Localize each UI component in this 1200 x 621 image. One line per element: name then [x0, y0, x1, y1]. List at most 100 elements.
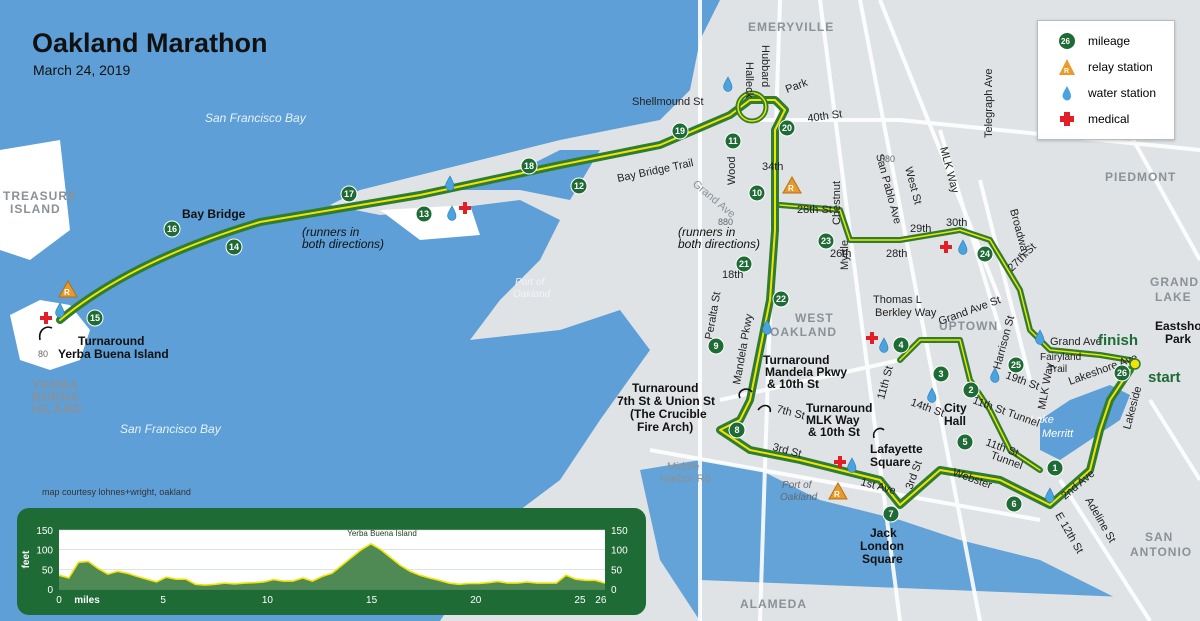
- street-fairyland: Fairyland: [1040, 352, 1081, 363]
- street-29th: 29th: [910, 223, 931, 235]
- yerba-buena-island: [10, 300, 90, 370]
- water-drop-icon: [55, 302, 65, 318]
- water-label-sf-bay-2: San Francisco Bay: [120, 422, 222, 436]
- profile-x-tick: 25: [574, 595, 586, 606]
- district-san: SAN: [1145, 530, 1173, 544]
- district-emeryville: EMERYVILLE: [748, 20, 834, 34]
- street-18th: 18th: [722, 269, 743, 281]
- turnaround-ybi: Turnaround: [78, 334, 144, 348]
- annotation-bay-bridge: Bay Bridge: [182, 207, 246, 221]
- water-drop-icon: [879, 337, 889, 353]
- water-label-sf-bay: San Francisco Bay: [205, 111, 307, 125]
- water-label-port-3: Port of: [782, 480, 813, 491]
- turnaround-mlk-3: & 10th St: [808, 425, 860, 439]
- mile-marker-23: 23: [817, 232, 835, 250]
- mile-marker-17: 17: [340, 185, 358, 203]
- district-alameda: ALAMEDA: [740, 597, 807, 611]
- medical-cross-icon: [40, 312, 52, 324]
- street-middle-harbor-2: Harbor Rd: [660, 473, 711, 485]
- street-30th: 30th: [946, 217, 967, 229]
- annotation-both-directions-1b: both directions): [302, 237, 384, 251]
- svg-text:16: 16: [167, 224, 177, 234]
- medical-stations: [40, 202, 952, 468]
- street-middle-harbor: Middle: [667, 461, 699, 473]
- mile-marker-14: 14: [225, 238, 243, 256]
- water-drop-icon: [958, 239, 968, 255]
- turnaround-mlk-2: MLK Way: [806, 413, 860, 427]
- district-treasure-island-2: ISLAND: [10, 202, 61, 216]
- label-eastshore: Eastshore: [1155, 319, 1200, 333]
- street-shellmound: Shellmound St: [632, 96, 704, 108]
- legend-label-relay: relay station: [1088, 60, 1153, 74]
- profile-x-tick: 26: [595, 595, 607, 606]
- profile-y-tick-right: 0: [611, 585, 617, 596]
- mile-marker-9: 9: [707, 337, 725, 355]
- svg-text:1: 1: [1052, 463, 1057, 473]
- profile-y-tick: 0: [47, 585, 53, 596]
- profile-x-tick: 20: [470, 595, 482, 606]
- legend: 26 mileage R relay station water station…: [1037, 20, 1175, 140]
- district-labels: EMERYVILLE PIEDMONT TREASURE ISLAND YERB…: [3, 20, 1198, 611]
- svg-text:10: 10: [752, 188, 762, 198]
- mile-marker-16: 16: [163, 220, 181, 238]
- street-hubbard: Hubbard: [759, 45, 771, 87]
- mile-marker-12: 12: [570, 177, 588, 195]
- label-eastshore-2: Park: [1165, 332, 1191, 346]
- svg-text:R: R: [788, 184, 794, 193]
- turnaround-mandela-3: & 10th St: [767, 377, 819, 391]
- district-west-oakland: WEST: [795, 311, 834, 325]
- turnaround-7th: Turnaround: [632, 381, 698, 395]
- mile-marker-20: 20: [778, 119, 796, 137]
- map-credit: map courtesy lohnes+wright, oakland: [42, 487, 191, 497]
- mile-marker-11: 11: [724, 132, 742, 150]
- profile-x-tick: 15: [366, 595, 378, 606]
- svg-text:24: 24: [980, 249, 990, 259]
- water-label-lake-2: Merritt: [1042, 428, 1074, 440]
- turnaround-7th-4: Fire Arch): [637, 420, 693, 434]
- race-date: March 24, 2019: [33, 62, 131, 78]
- mile-marker-4: 4: [892, 336, 910, 354]
- street-80: 80: [38, 349, 48, 359]
- relay-station-icon: R: [828, 481, 848, 500]
- mile-marker-3: 3: [932, 365, 950, 383]
- district-uptown: UPTOWN: [939, 319, 998, 333]
- street-myrtle: Myrtle: [839, 240, 851, 270]
- alameda-land: [700, 580, 1200, 621]
- relay-stations: R R R: [58, 175, 848, 500]
- svg-text:26: 26: [1061, 37, 1070, 46]
- svg-text:7: 7: [888, 509, 893, 519]
- legend-row-relay: R relay station: [1058, 57, 1153, 77]
- water-drop-icon: [927, 387, 937, 403]
- profile-peak-label: Yerba Buena Island: [347, 529, 417, 538]
- medical-cross-icon: [866, 332, 878, 344]
- page-title: Oakland Marathon: [32, 28, 268, 58]
- relay-station-icon: R: [782, 175, 802, 194]
- svg-text:3: 3: [938, 369, 943, 379]
- medical-cross-icon: [459, 202, 471, 214]
- legend-row-medical: medical: [1058, 109, 1129, 129]
- mile-marker-24: 24: [976, 245, 994, 263]
- legend-row-mileage: 26 mileage: [1058, 31, 1130, 51]
- profile-area: [59, 543, 605, 589]
- mile-marker-18: 18: [520, 157, 538, 175]
- street-grid: [649, 0, 1200, 621]
- annotation-both-directions-2: (runners in: [678, 225, 736, 239]
- street-thomas-berkley: Thomas L: [873, 294, 922, 306]
- mile-marker-2: 2: [962, 381, 980, 399]
- svg-text:2: 2: [968, 385, 973, 395]
- district-treasure-island: TREASURE: [3, 189, 77, 203]
- label-city-hall: City: [944, 401, 967, 415]
- water-label-lake: Lake: [1030, 414, 1054, 426]
- svg-text:11: 11: [728, 136, 738, 146]
- medical-cross-icon: [1058, 110, 1076, 128]
- svg-text:21: 21: [739, 259, 749, 269]
- water-drop-icon: [762, 319, 772, 335]
- profile-x-tick: 10: [262, 595, 274, 606]
- district-west-oakland-2: OAKLAND: [770, 325, 837, 339]
- svg-text:14: 14: [229, 242, 239, 252]
- water-drop-icon: [990, 367, 1000, 383]
- profile-y-tick: 100: [36, 546, 53, 557]
